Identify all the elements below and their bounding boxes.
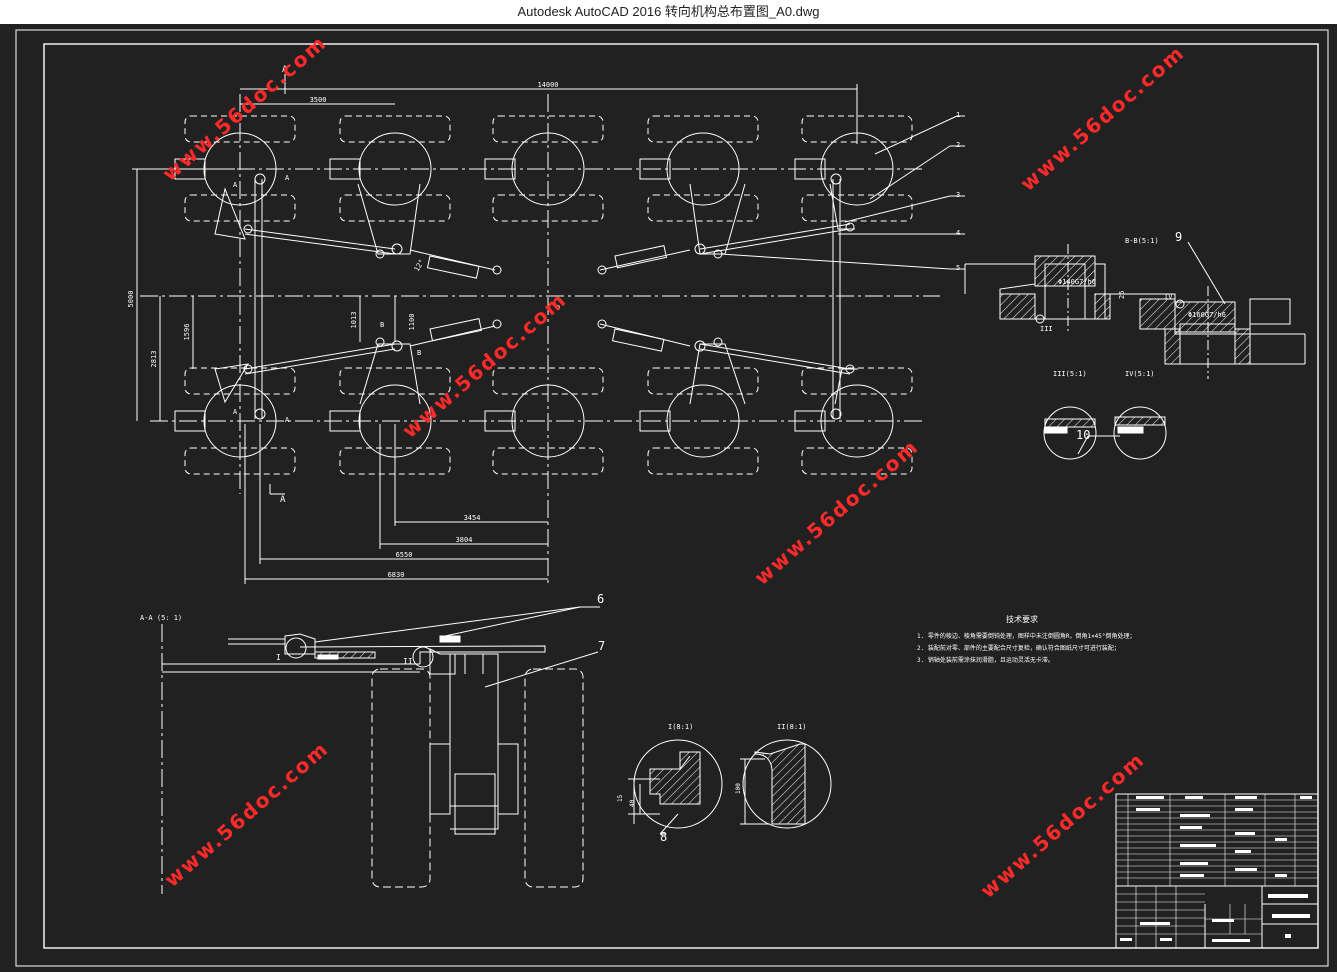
tech-line-2: 2. 装配前对零、部件的主要配合尺寸复检，确认符合图纸尺寸可进行装配； — [917, 644, 1120, 652]
drawing-canvas[interactable]: 14000 3500 5000 2813 1596 1013 1100 3454… — [0, 24, 1337, 972]
part-label-2: 2 — [956, 141, 960, 149]
part-label-4: 4 — [956, 229, 960, 237]
dim-origin-0: 0 — [556, 304, 560, 312]
fit-label-140: Φ140G7/h6 — [1058, 278, 1096, 286]
fit-label-160: Φ160G7/h6 — [1188, 311, 1226, 319]
dimension-lines — [132, 84, 858, 584]
dim-1013: 1013 — [350, 312, 358, 329]
inner-frame — [43, 43, 1319, 949]
roman-i-label: I — [276, 653, 281, 662]
view-aa-label: A-A (5: 1) — [140, 614, 182, 622]
part-label-10: 10 — [1076, 428, 1090, 442]
part-label-6: 6 — [597, 592, 604, 606]
section-mark-a-top: A — [282, 65, 288, 75]
detail-views-text: I(8:1) II(8:1) 15 40 100 8 — [617, 723, 807, 844]
roman-iii-label: III — [1040, 325, 1053, 333]
view-iv-label: IV(5:1) — [1125, 370, 1155, 378]
plan-view — [132, 74, 965, 584]
part-label-9: 9 — [1175, 230, 1182, 244]
section-mark-a-bottom: A — [280, 495, 286, 505]
tech-line-3: 3. 销轴处装前需涂抹润滑脂，且运动灵活无卡滞。 — [917, 656, 1054, 664]
plan-view-text: 14000 3500 5000 2813 1596 1013 1100 3454… — [127, 65, 960, 579]
title-block — [1115, 793, 1319, 949]
dim-6830: 6830 — [388, 571, 405, 579]
section-aa-view — [161, 606, 600, 894]
dim-2813: 2813 — [150, 351, 158, 368]
part-label-1: 1 — [956, 111, 960, 119]
tech-requirements: 技术要求 1. 零件的棱边、棱角需要倒钝处理，图样中未注倒圆角R，倒角1×45°… — [917, 614, 1136, 664]
watermark-4: www.56doc.com — [750, 434, 924, 590]
watermark-5: www.56doc.com — [160, 736, 334, 892]
tech-title: 技术要求 — [1006, 614, 1038, 624]
wheel-hubs — [174, 132, 894, 458]
hydraulic-cylinders — [409, 245, 691, 352]
tie-rods — [244, 179, 851, 419]
dim-25: 25 — [1118, 291, 1126, 299]
view-ii-label: II(8:1) — [777, 723, 807, 731]
section-mark-a-4: A — [233, 408, 238, 416]
section-mark-a-1: A — [285, 174, 290, 182]
roman-ii-label: II — [403, 657, 413, 666]
dim-1596: 1596 — [183, 324, 191, 341]
section-mark-a-3: A — [285, 416, 290, 424]
part-label-5: 5 — [956, 264, 960, 272]
center-lines — [140, 94, 940, 584]
dim-3500: 3500 — [310, 96, 327, 104]
window-title: Autodesk AutoCAD 2016 转向机构总布置图_A0.dwg — [0, 0, 1337, 24]
dim-40: 40 — [629, 799, 636, 807]
section-mark-a-2: A — [233, 181, 238, 189]
view-i-label: I(8:1) — [668, 723, 693, 731]
cad-drawing: 14000 3500 5000 2813 1596 1013 1100 3454… — [15, 29, 1329, 967]
watermark-1: www.56doc.com — [158, 30, 332, 186]
section-bb-view — [964, 241, 1306, 460]
part-label-7: 7 — [598, 639, 605, 653]
dim-3454: 3454 — [464, 514, 481, 522]
dim-1100: 1100 — [408, 314, 416, 331]
section-mark-b-2: B — [417, 349, 421, 357]
watermark-6: www.56doc.com — [976, 747, 1150, 903]
dim-14000: 14000 — [537, 81, 558, 89]
roman-iv-label: IV — [1164, 293, 1173, 301]
angle-label: 12° — [413, 258, 426, 273]
section-mark-b-1: B — [380, 321, 384, 329]
view-bb-label: B-B(5:1) — [1125, 237, 1159, 245]
dim-5000: 5000 — [127, 291, 135, 308]
part-label-8: 8 — [660, 830, 667, 844]
watermark-2: www.56doc.com — [1016, 40, 1190, 196]
outer-frame — [15, 29, 1329, 967]
tech-line-1: 1. 零件的棱边、棱角需要倒钝处理，图样中未注倒圆角R，倒角1×45°倒角处理； — [917, 632, 1136, 640]
detail-views — [628, 739, 832, 835]
dim-15: 15 — [617, 794, 624, 802]
part-label-3: 3 — [956, 191, 960, 199]
section-bb-text: B-B(5:1) 9 Φ140G7/h6 Φ160G7/h6 25 IV III… — [1040, 230, 1226, 442]
watermark-3: www.56doc.com — [398, 287, 572, 443]
dim-6550: 6550 — [396, 551, 413, 559]
view-iii-label: III(5:1) — [1053, 370, 1087, 378]
section-aa-text: A-A (5: 1) I II 6 7 — [140, 592, 605, 666]
dim-100: 100 — [735, 783, 742, 794]
dim-3804: 3804 — [456, 536, 473, 544]
leader-lines-1-5 — [719, 115, 965, 270]
